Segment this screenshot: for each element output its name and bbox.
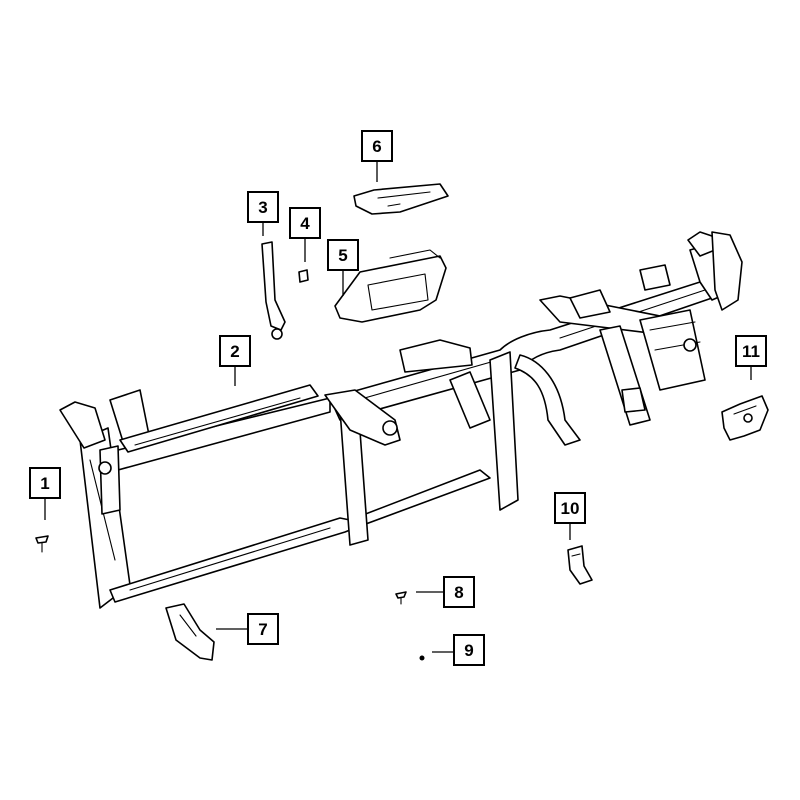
callout-4: 4 (289, 207, 321, 262)
part-9-nut (419, 655, 425, 661)
callout-6: 6 (361, 130, 393, 182)
callout-3-label: 3 (258, 198, 267, 217)
callout-9: 9 (432, 634, 485, 666)
callout-5: 5 (327, 239, 359, 296)
part-1-screw (35, 535, 49, 553)
callout-2-label: 2 (230, 342, 239, 361)
part-4-clip (298, 269, 309, 283)
part-10-bracket (567, 545, 593, 585)
callout-10: 10 (554, 492, 586, 540)
callout-11: 11 (735, 335, 767, 380)
callout-9-label: 9 (464, 641, 473, 660)
part-8-screw (395, 591, 407, 605)
callout-8: 8 (416, 576, 475, 608)
callout-1-label: 1 (40, 474, 49, 493)
callout-3: 3 (247, 191, 279, 236)
callout-10-label: 10 (561, 499, 580, 518)
part-6-plate (353, 183, 449, 215)
callout-6-label: 6 (372, 137, 381, 156)
callout-7: 7 (216, 613, 279, 645)
callout-5-label: 5 (338, 246, 347, 265)
part-3-bracket (261, 241, 286, 340)
callout-11-label: 11 (742, 342, 760, 361)
callout-2: 2 (219, 335, 251, 386)
callout-4-label: 4 (300, 214, 310, 233)
cross-car-beam-assembly (59, 231, 743, 609)
callout-8-label: 8 (454, 583, 463, 602)
callout-7-label: 7 (258, 620, 267, 639)
part-7-bracket (165, 603, 215, 661)
callout-1: 1 (29, 467, 61, 520)
part-11-bracket (721, 395, 769, 441)
part-5-bracket (334, 249, 447, 323)
